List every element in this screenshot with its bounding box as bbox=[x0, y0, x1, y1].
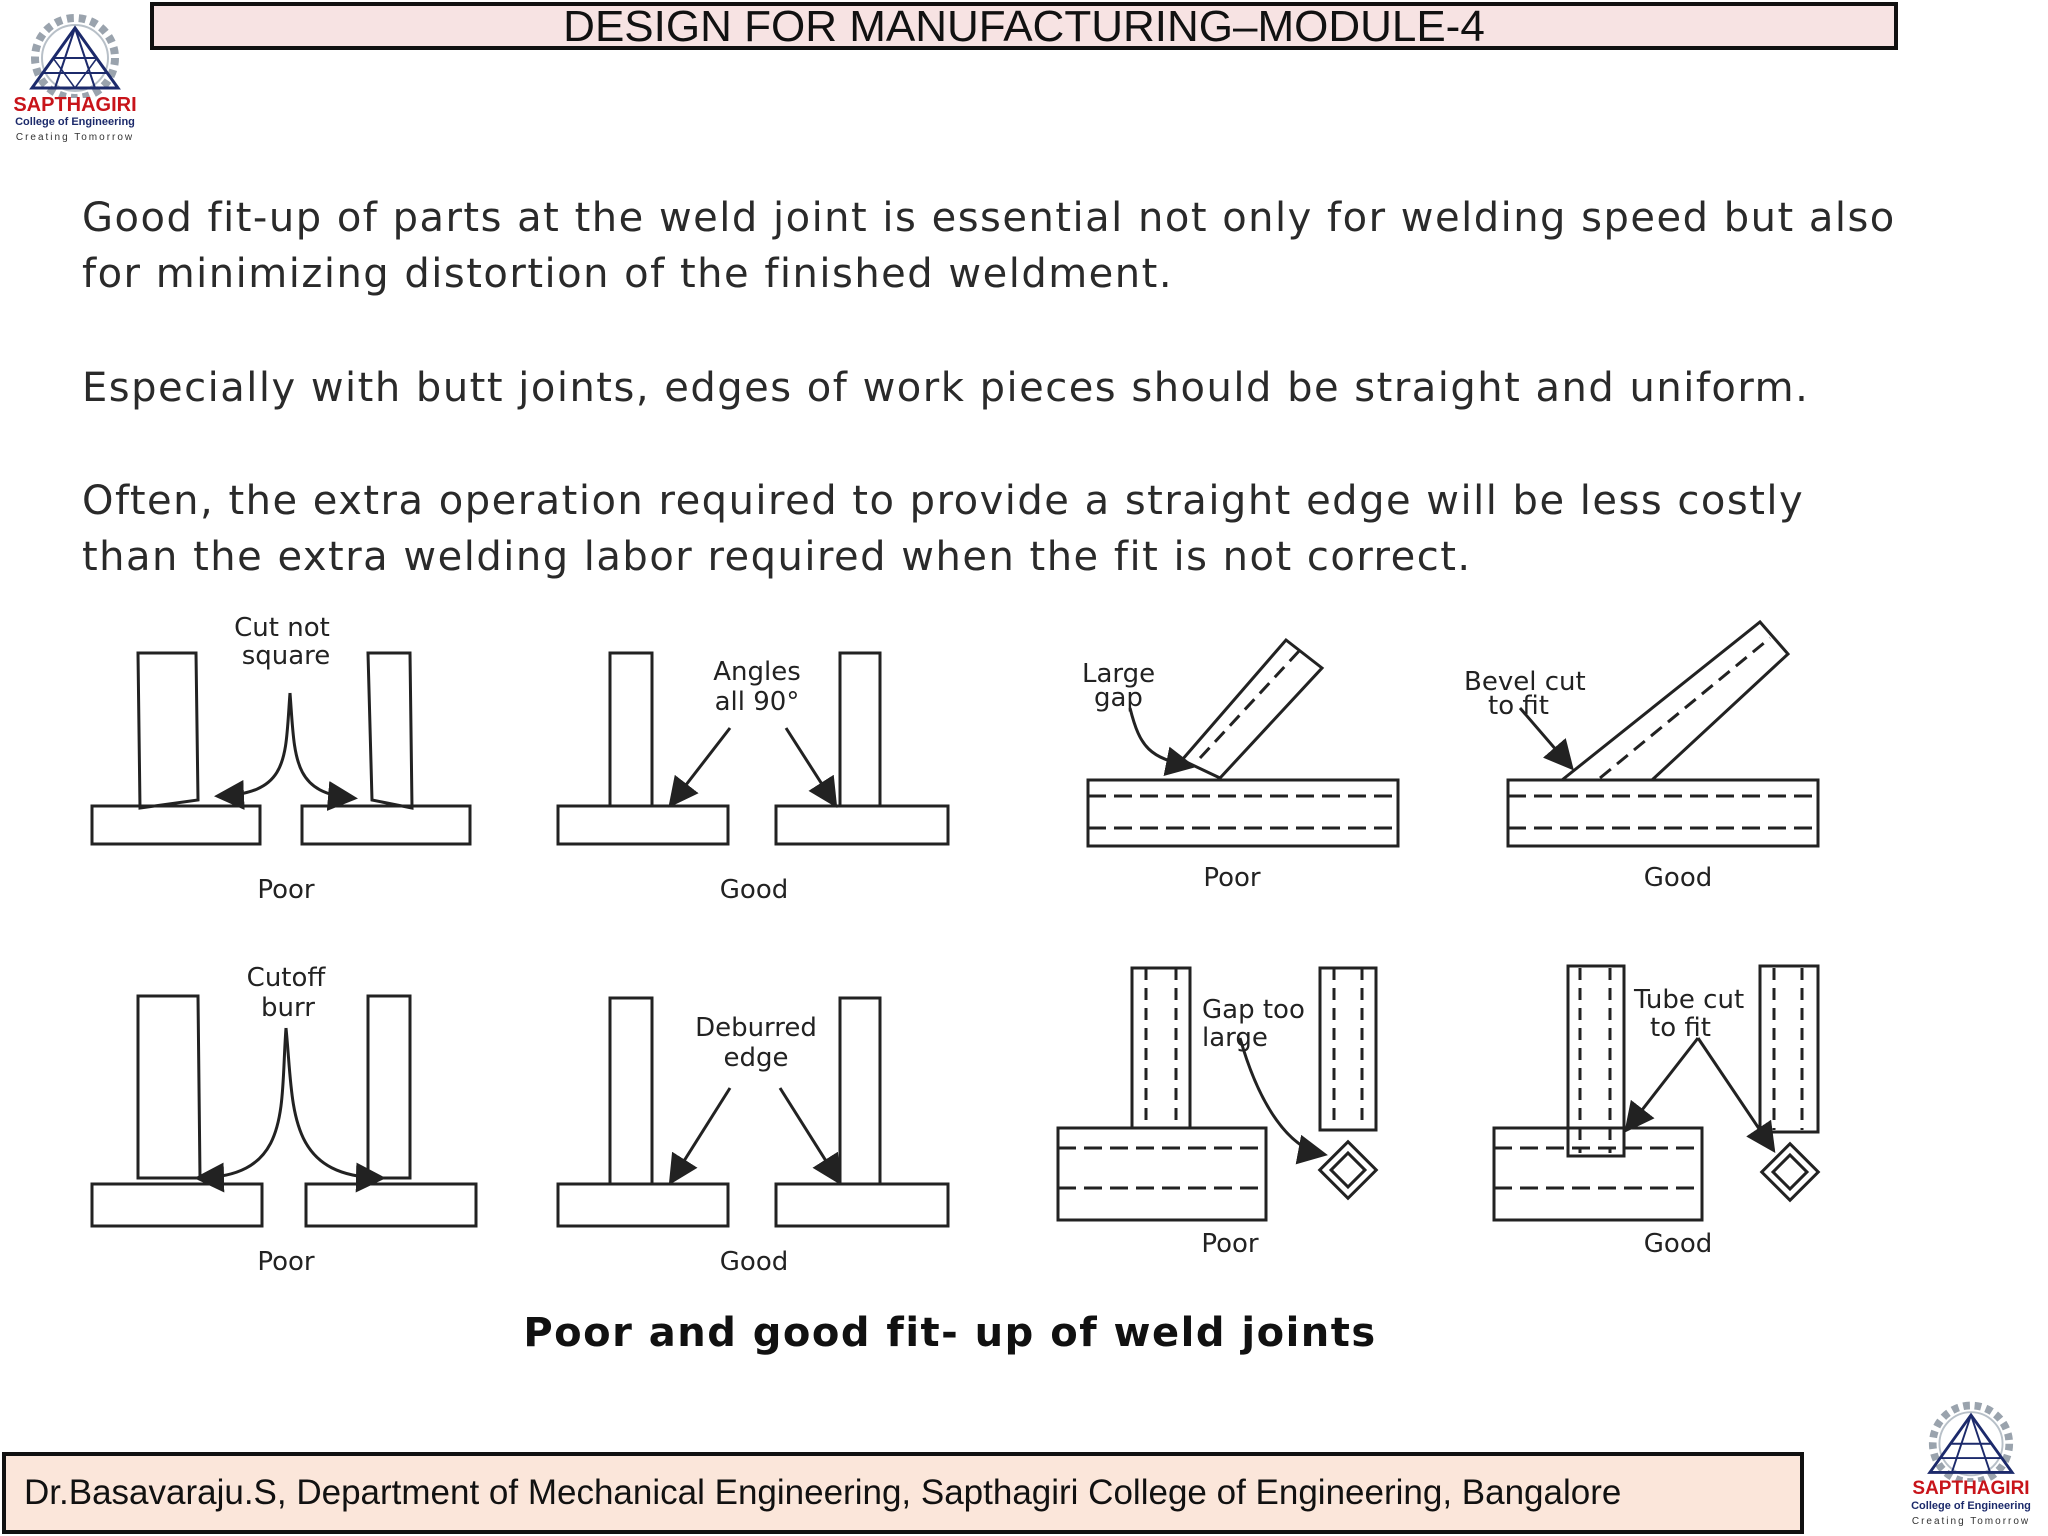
panel-angles-90 bbox=[556, 651, 950, 846]
panel-cutoff-burr bbox=[90, 994, 478, 1228]
paragraph-butt-joints: Especially with butt joints, edges of wo… bbox=[82, 365, 1810, 411]
logo-tagline: Creating Tomorrow bbox=[15, 132, 135, 143]
label-good-1: Good bbox=[720, 875, 788, 905]
paragraph-fit-up: Good fit-up of parts at the weld joint i… bbox=[82, 195, 1896, 297]
figure-caption: Poor and good fit- up of weld joints bbox=[523, 1310, 1377, 1356]
label-gap: gap bbox=[1094, 683, 1143, 713]
label-poor-1: Poor bbox=[257, 875, 315, 905]
label-large-2: large bbox=[1202, 1023, 1268, 1053]
logo-subtitle: College of Engineering bbox=[15, 116, 135, 128]
label-cut-not: Cut not bbox=[234, 613, 330, 643]
label-to-fit-2: to fit bbox=[1650, 1013, 1711, 1043]
college-logo-footer: SAPTHAGIRI College of Engineering Creati… bbox=[1904, 1394, 2038, 1534]
label-burr: burr bbox=[261, 993, 315, 1023]
logo-tagline: Creating Tomorrow bbox=[1911, 1516, 2031, 1527]
logo-name: SAPTHAGIRI bbox=[13, 94, 137, 116]
label-angles: Angles bbox=[713, 657, 801, 687]
label-bevel-cut: Bevel cut bbox=[1464, 667, 1586, 697]
label-good-3: Good bbox=[720, 1247, 788, 1277]
label-all-90: all 90° bbox=[715, 687, 800, 717]
logo-subtitle: College of Engineering bbox=[1911, 1500, 2031, 1512]
paragraph-extra-operation: Often, the extra operation required to p… bbox=[82, 478, 1805, 580]
panel-tube-cut bbox=[1492, 964, 1821, 1222]
footer-credit: Dr.Basavaraju.S, Department of Mechanica… bbox=[2, 1452, 1804, 1534]
label-to-fit: to fit bbox=[1488, 691, 1549, 721]
label-large: Large bbox=[1082, 659, 1155, 689]
label-deburred: Deburred bbox=[695, 1013, 817, 1043]
weld-joint-diagram: Cut not square Poor Angles all 90° Good … bbox=[90, 613, 1821, 1277]
label-good-4: Good bbox=[1644, 1229, 1712, 1259]
panel-large-gap bbox=[1086, 637, 1400, 848]
gear-pyramid-icon bbox=[29, 14, 121, 98]
logo-name: SAPTHAGIRI bbox=[1912, 1478, 2030, 1499]
panel-gap-too-large bbox=[1056, 966, 1379, 1222]
label-gap-too: Gap too bbox=[1202, 995, 1305, 1025]
label-tube-cut: Tube cut bbox=[1633, 985, 1744, 1015]
panel-bevel-cut bbox=[1506, 619, 1820, 848]
label-poor-3: Poor bbox=[257, 1247, 315, 1277]
label-good-2: Good bbox=[1644, 863, 1712, 893]
slide-title: DESIGN FOR MANUFACTURING–MODULE-4 bbox=[150, 2, 1898, 50]
label-square: square bbox=[242, 641, 331, 671]
label-poor-4: Poor bbox=[1201, 1229, 1259, 1259]
panel-deburred-edge bbox=[556, 996, 950, 1228]
label-cutoff: Cutoff bbox=[247, 963, 327, 993]
college-logo: SAPTHAGIRI College of Engineering Creati… bbox=[10, 6, 140, 144]
gear-pyramid-icon bbox=[1927, 1401, 2015, 1482]
label-poor-2: Poor bbox=[1203, 863, 1261, 893]
panel-cut-not-square bbox=[90, 651, 472, 846]
label-edge: edge bbox=[724, 1043, 789, 1073]
